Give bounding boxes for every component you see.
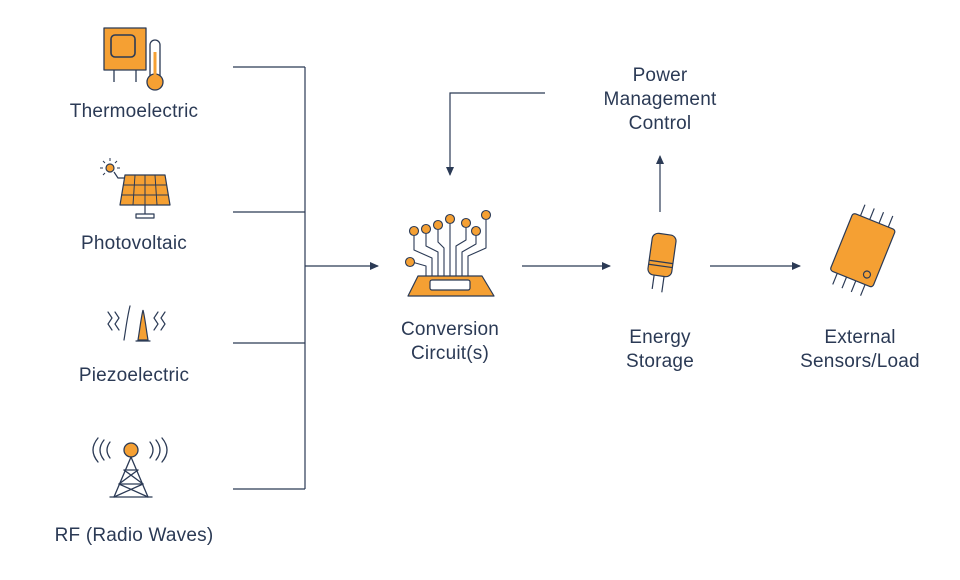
circuit-chip-icon	[404, 209, 495, 297]
conversion-label-line1: Conversion	[400, 319, 500, 340]
storage-label-line1: Energy	[629, 327, 691, 348]
power-label-line1: Power	[632, 65, 688, 86]
photovoltaic-label: Photovoltaic	[34, 232, 234, 256]
radio-tower-icon	[92, 437, 168, 498]
load-label-line2: Sensors/Load	[800, 351, 920, 372]
conversion-label-line2: Circuit(s)	[411, 343, 489, 364]
piezoelectric-label: Piezoelectric	[34, 364, 234, 388]
thermoelectric-icon	[103, 27, 164, 91]
thermoelectric-label-text: Thermoelectric	[69, 101, 199, 122]
storage-label-line2: Storage	[626, 351, 694, 372]
source-connectors	[233, 66, 306, 490]
piezo-vibration-icon	[107, 305, 166, 342]
thermoelectric-label: Thermoelectric	[34, 100, 234, 124]
photovoltaic-label-text: Photovoltaic	[81, 233, 187, 254]
power-label-line2: Management	[603, 89, 717, 110]
rf-label: RF (Radio Waves)	[34, 524, 234, 548]
ic-chip-icon	[830, 204, 896, 296]
solar-panel-icon	[100, 158, 171, 219]
capacitor-icon	[647, 232, 677, 293]
piezoelectric-label-text: Piezoelectric	[78, 365, 190, 386]
power-label-line3: Control	[628, 113, 692, 134]
power-management-label: Power Management Control	[570, 64, 750, 136]
conversion-circuit-label: Conversion Circuit(s)	[370, 318, 530, 366]
rf-label-text: RF (Radio Waves)	[54, 525, 214, 546]
external-load-label: External Sensors/Load	[770, 326, 950, 374]
feedback-arrow-to-conversion	[446, 92, 545, 176]
energy-storage-label: Energy Storage	[590, 326, 730, 374]
load-label-line1: External	[824, 327, 896, 348]
